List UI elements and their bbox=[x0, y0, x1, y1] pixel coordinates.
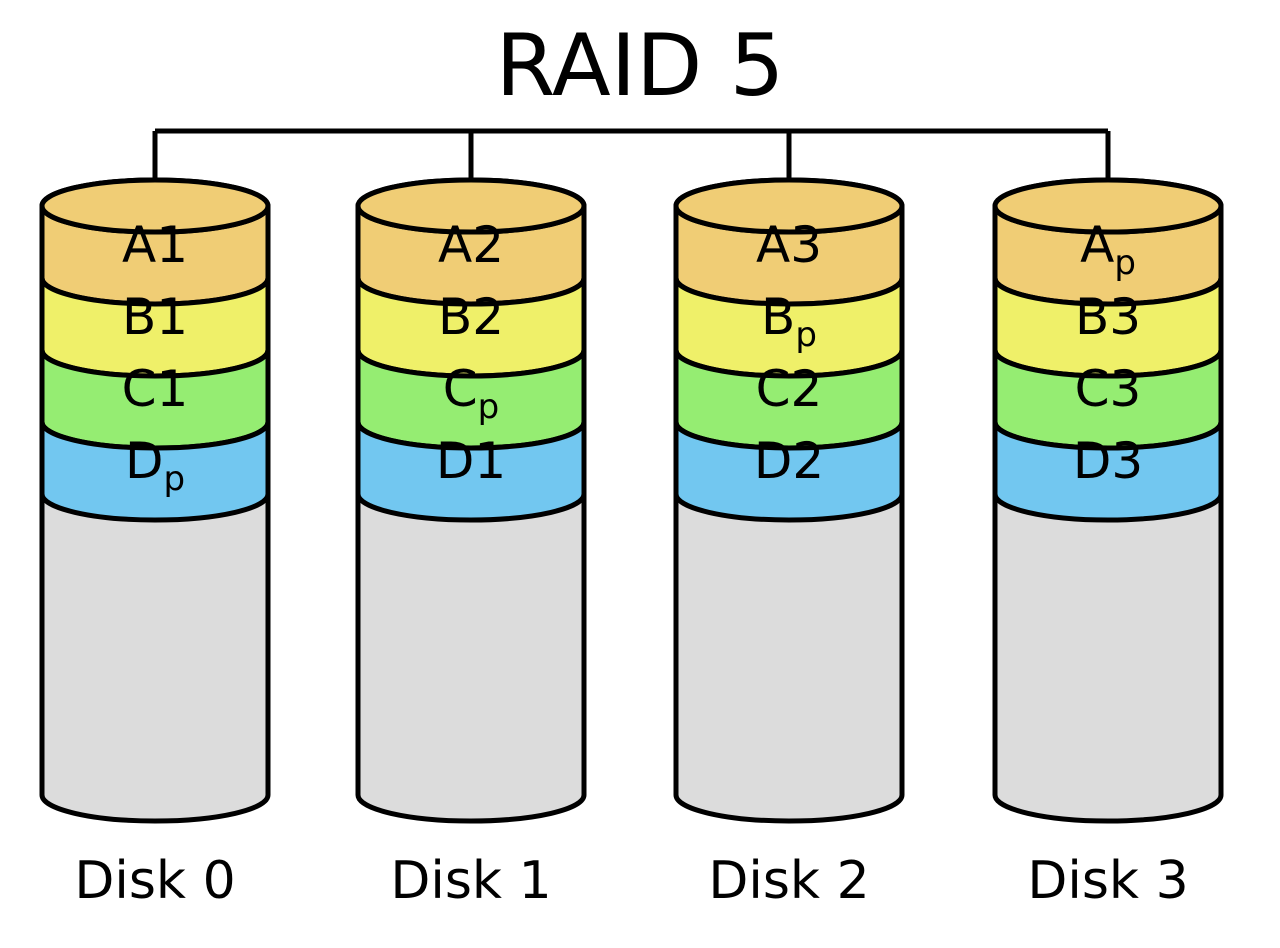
block-base-letter: C bbox=[1075, 360, 1110, 418]
disk-0-block-label-C: C1 bbox=[122, 360, 189, 418]
block-base-letter: D bbox=[754, 432, 793, 490]
page-title: RAID 5 bbox=[496, 16, 785, 116]
disk-3-block-D[interactable] bbox=[992, 419, 1224, 523]
disk-0-block-label-D: Dp bbox=[125, 432, 185, 499]
block-sub-index: 3 bbox=[790, 216, 822, 274]
block-base-letter: B bbox=[1075, 288, 1109, 346]
disk-top-cap-2 bbox=[673, 177, 905, 235]
disk-caption-3: Disk 3 bbox=[1027, 851, 1188, 911]
block-base-letter: A bbox=[1080, 216, 1114, 274]
disk-caption-2: Disk 2 bbox=[708, 851, 869, 911]
block-sub-index: 1 bbox=[156, 288, 188, 346]
controller-bus-group bbox=[152, 128, 1111, 206]
disk-2-block-D[interactable] bbox=[673, 419, 905, 523]
block-sub-index: 1 bbox=[157, 360, 189, 418]
block-sub-index: p bbox=[163, 459, 185, 499]
block-base-letter: A bbox=[438, 216, 472, 274]
block-sub-index: 1 bbox=[474, 432, 506, 490]
disk-2-block-label-A: A3 bbox=[756, 216, 822, 274]
block-sub-index: 1 bbox=[156, 216, 188, 274]
block-sub-index: 3 bbox=[1109, 288, 1141, 346]
disk-1-block-label-C: Cp bbox=[443, 360, 500, 427]
disk-1-block-label-D: D1 bbox=[436, 432, 506, 490]
block-base-letter: B bbox=[761, 288, 795, 346]
block-sub-index: p bbox=[478, 387, 500, 427]
disk-3-block-label-C: C3 bbox=[1075, 360, 1142, 418]
disk-caption-0: Disk 0 bbox=[74, 851, 235, 911]
block-sub-index: 2 bbox=[792, 432, 824, 490]
disk-1-block-D[interactable] bbox=[355, 419, 587, 523]
title-group: RAID 5 bbox=[496, 16, 785, 116]
disk-1-block-label-A: A2 bbox=[438, 216, 504, 274]
disk-caption-1: Disk 1 bbox=[390, 851, 551, 911]
block-base-letter: A bbox=[756, 216, 790, 274]
block-sub-index: 3 bbox=[1111, 432, 1143, 490]
disk-top-cap-3 bbox=[992, 177, 1224, 235]
block-base-letter: C bbox=[443, 360, 478, 418]
disk-0-block-label-B: B1 bbox=[122, 288, 188, 346]
disk-top-cap-0 bbox=[39, 177, 271, 235]
disk-labels-group: Disk 0 Disk 1 Disk 2 Disk 3 bbox=[74, 851, 1188, 911]
block-sub-index: p bbox=[1114, 243, 1136, 283]
disk-2-block-label-C: C2 bbox=[756, 360, 823, 418]
block-sub-index: 2 bbox=[472, 216, 504, 274]
disk-2-block-label-D: D2 bbox=[754, 432, 824, 490]
disk-3-block-label-B: B3 bbox=[1075, 288, 1141, 346]
disk-1-block-label-B: B2 bbox=[438, 288, 504, 346]
disk-0-block-D[interactable] bbox=[39, 419, 271, 523]
block-base-letter: B bbox=[438, 288, 472, 346]
block-sub-index: 2 bbox=[791, 360, 823, 418]
block-base-letter: D bbox=[1073, 432, 1112, 490]
block-base-letter: A bbox=[122, 216, 156, 274]
block-base-letter: B bbox=[122, 288, 156, 346]
disk-3-block-label-D: D3 bbox=[1073, 432, 1143, 490]
block-base-letter: D bbox=[436, 432, 475, 490]
block-sub-index: p bbox=[795, 315, 817, 355]
disk-3-block-label-A: Ap bbox=[1080, 216, 1136, 283]
disk-2-block-label-B: Bp bbox=[761, 288, 817, 355]
block-base-letter: C bbox=[122, 360, 157, 418]
block-sub-index: 3 bbox=[1110, 360, 1142, 418]
block-base-letter: C bbox=[756, 360, 791, 418]
block-sub-index: 2 bbox=[472, 288, 504, 346]
disk-top-cap-1 bbox=[355, 177, 587, 235]
disk-0-block-label-A: A1 bbox=[122, 216, 188, 274]
block-base-letter: D bbox=[125, 432, 164, 490]
